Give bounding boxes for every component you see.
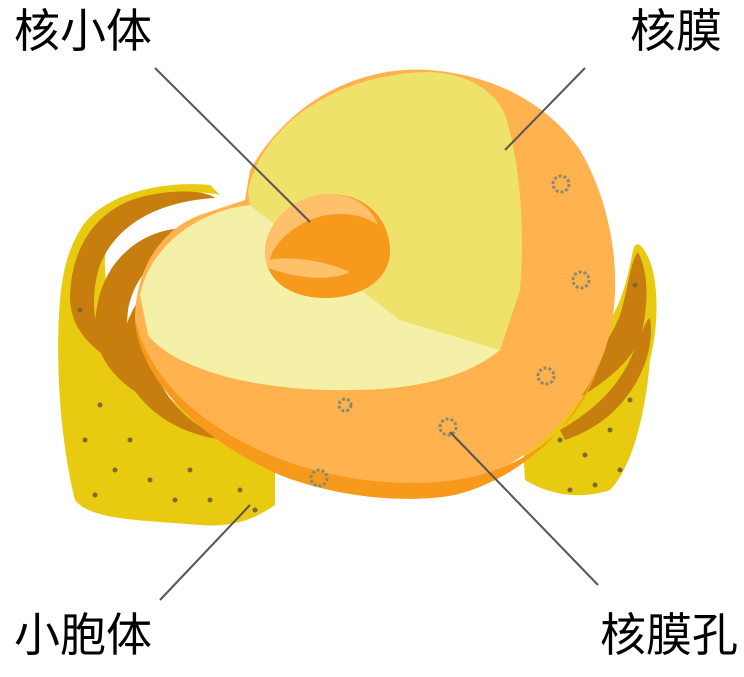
label-nucleolus: 核小体: [14, 8, 152, 54]
label-vesicle: 小胞体: [14, 612, 152, 658]
label-nuclear-membrane: 核膜: [630, 8, 722, 54]
label-nuclear-pore: 核膜孔: [600, 612, 738, 658]
